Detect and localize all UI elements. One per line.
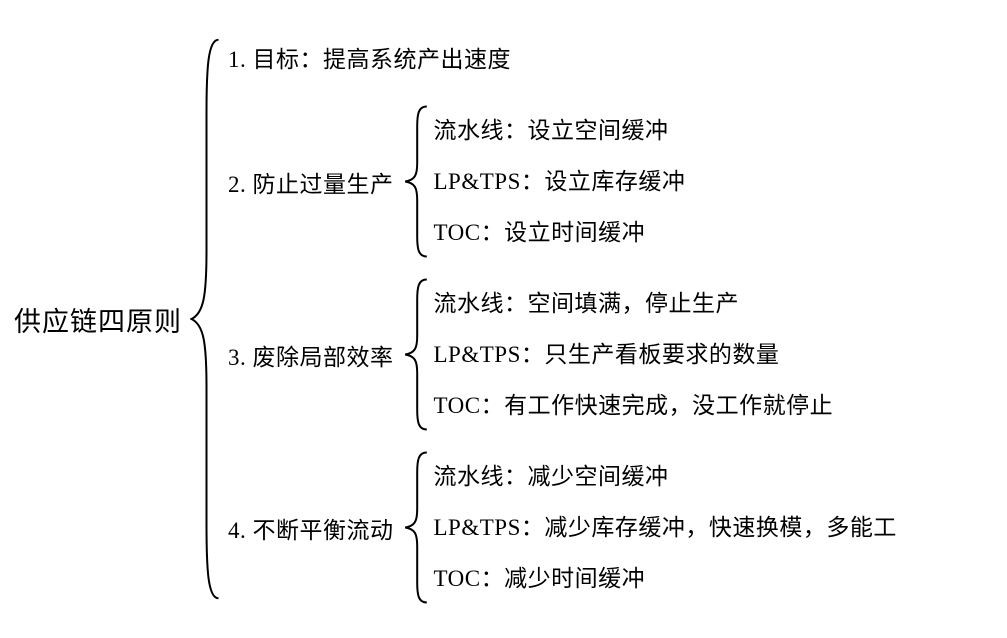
leaf-item: TOC：设立时间缓冲: [433, 220, 646, 245]
principles-column: 1. 目标：提高系统产出速度 2. 防止过量生产 流水线：设立空间缓冲 LP&T…: [228, 34, 897, 604]
leaf-item: LP&TPS：只生产看板要求的数量: [433, 342, 780, 367]
principle-group-3: 3. 废除局部效率 流水线：空间填满，停止生产 LP&TPS：只生产看板要求的数…: [228, 278, 897, 431]
principle-group-2: 2. 防止过量生产 流水线：设立空间缓冲 LP&TPS：设立库存缓冲 TOC：设…: [228, 105, 897, 258]
curly-brace-icon: [404, 451, 428, 604]
leaf-item: LP&TPS：减少库存缓冲，快速换模，多能工: [433, 515, 897, 540]
leaf-item: 流水线：减少空间缓冲: [433, 464, 669, 489]
principle-label: 3. 废除局部效率: [228, 344, 394, 370]
principle-group-4: 4. 不断平衡流动 流水线：减少空间缓冲 LP&TPS：减少库存缓冲，快速换模，…: [228, 451, 897, 604]
curly-brace-icon: [404, 278, 428, 431]
outer-curly-brace-icon: [190, 34, 220, 604]
root-node: 供应链四原则 1. 目标：提高系统产出速度 2. 防止过量生产 流水线: [0, 34, 897, 604]
principle-label: 1. 目标：提高系统产出速度: [228, 47, 511, 72]
leaf-item: LP&TPS：设立库存缓冲: [433, 169, 686, 194]
principle-group-1: 1. 目标：提高系统产出速度: [228, 34, 897, 85]
principle-label: 2. 防止过量生产: [228, 171, 394, 197]
leaf-column: 流水线：减少空间缓冲 LP&TPS：减少库存缓冲，快速换模，多能工 TOC：减少…: [434, 451, 897, 604]
leaf-column: 流水线：设立空间缓冲 LP&TPS：设立库存缓冲 TOC：设立时间缓冲: [434, 105, 686, 258]
principle-label: 4. 不断平衡流动: [228, 517, 394, 543]
leaf-item: TOC：有工作快速完成，没工作就停止: [433, 393, 834, 418]
leaf-item: 流水线：设立空间缓冲: [433, 118, 669, 143]
curly-brace-icon: [404, 105, 428, 258]
leaf-item: TOC：减少时间缓冲: [433, 566, 646, 591]
leaf-item: 流水线：空间填满，停止生产: [433, 291, 739, 316]
root-label: 供应链四原则: [14, 306, 182, 337]
leaf-column: 流水线：空间填满，停止生产 LP&TPS：只生产看板要求的数量 TOC：有工作快…: [434, 278, 834, 431]
